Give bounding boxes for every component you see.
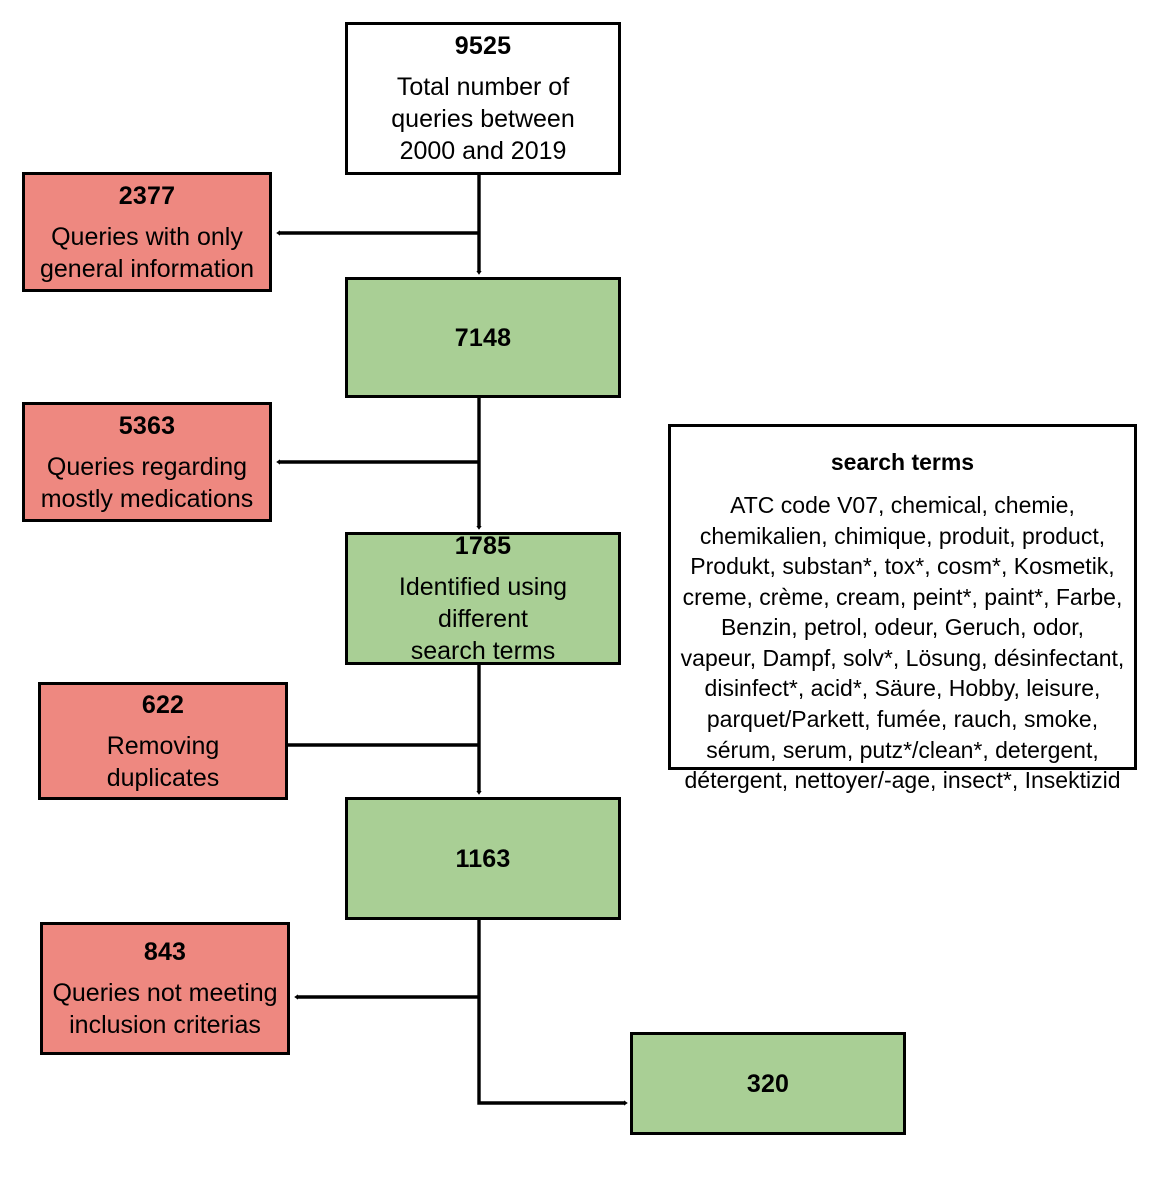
exclusion-1-line2: general information: [39, 254, 254, 283]
search-terms-line: disinfect*, acid*, Säure, Hobby, leisure…: [704, 675, 1101, 702]
search-terms-list: ATC code V07, chemical, chemie, chemikal…: [681, 490, 1125, 796]
search-terms-line: Produkt, substan*, tox*, cosm*, Kosmetik…: [690, 553, 1115, 580]
node-step2-line3: search terms: [410, 637, 556, 665]
node-step3-count: 1163: [455, 844, 511, 873]
node-step1-count: 7148: [454, 323, 512, 352]
search-terms-line: parquet/Parkett, fumée, rauch, smoke,: [706, 706, 1099, 733]
node-step1-after-general-info[interactable]: 7148: [345, 277, 621, 398]
search-terms-line: sérum, serum, putz*/clean*, detergent,: [706, 736, 1099, 763]
exclusion-3-description: Removing duplicates: [101, 730, 226, 794]
node-step2-line2: different: [438, 605, 528, 633]
search-terms-line: Benzin, petrol, odeur, Geruch, odor,: [720, 614, 1085, 641]
node-exclusion-inclusion-criteria[interactable]: 843 Queries not meeting inclusion criter…: [40, 922, 290, 1055]
search-terms-line: ATC code V07, chemical, chemie,: [730, 492, 1075, 518]
node-exclusion-medications[interactable]: 5363 Queries regarding mostly medication…: [22, 402, 272, 522]
exclusion-4-line2: inclusion criterias: [69, 1011, 261, 1039]
node-step3-after-duplicates[interactable]: 1163: [345, 797, 621, 920]
node-exclusion-general-information[interactable]: 2377 Queries with only general informati…: [22, 172, 272, 292]
node-step2-count: 1785: [454, 532, 512, 560]
exclusion-1-description: Queries with only general information: [34, 221, 260, 285]
node-total-description: Total number of queries between 2000 and…: [385, 71, 580, 167]
connector-step3-to-final: [477, 920, 625, 1103]
node-total-queries[interactable]: 9525 Total number of queries between 200…: [345, 22, 621, 175]
exclusion-4-description: Queries not meeting inclusion criterias: [46, 977, 283, 1041]
node-final-count: 320: [746, 1069, 790, 1098]
node-step2-description: Identified using different search terms: [393, 571, 573, 667]
exclusion-1-line1: Queries with only: [51, 222, 243, 251]
search-terms-title: search terms: [830, 449, 975, 475]
search-terms-legend[interactable]: search terms ATC code V07, chemical, che…: [668, 424, 1137, 793]
search-terms-line: détergent, nettoyer/-age, insect*, Insek…: [684, 767, 1121, 794]
node-exclusion-duplicates[interactable]: 622 Removing duplicates: [38, 682, 288, 800]
exclusion-3-line2: duplicates: [106, 763, 220, 792]
node-total-line1: Total number of: [396, 73, 570, 101]
exclusion-3-count: 622: [141, 690, 185, 719]
node-step2-line1: Identified using: [398, 573, 568, 601]
node-total-line2: queries between: [391, 105, 575, 133]
exclusion-2-count: 5363: [118, 411, 176, 440]
exclusion-4-line1: Queries not meeting: [52, 979, 278, 1007]
exclusion-3-line1: Removing: [106, 731, 220, 760]
search-terms-line: vapeur, Dampf, solv*, Lösung, désinfecta…: [680, 644, 1125, 671]
node-total-line3: 2000 and 2019: [399, 137, 567, 165]
search-terms-line: creme, crème, cream, peint*, paint*, Far…: [682, 583, 1123, 610]
search-terms-line: chemikalien, chimique, produit, product,: [699, 522, 1106, 549]
node-step2-search-terms[interactable]: 1785 Identified using different search t…: [345, 532, 621, 665]
exclusion-2-line2: mostly medications: [40, 484, 254, 513]
exclusion-2-description: Queries regarding mostly medications: [35, 451, 260, 515]
exclusion-1-count: 2377: [118, 181, 176, 210]
exclusion-4-count: 843: [143, 938, 187, 966]
node-final-included[interactable]: 320: [630, 1032, 906, 1135]
node-total-count: 9525: [454, 32, 512, 60]
exclusion-2-line1: Queries regarding: [46, 452, 248, 481]
